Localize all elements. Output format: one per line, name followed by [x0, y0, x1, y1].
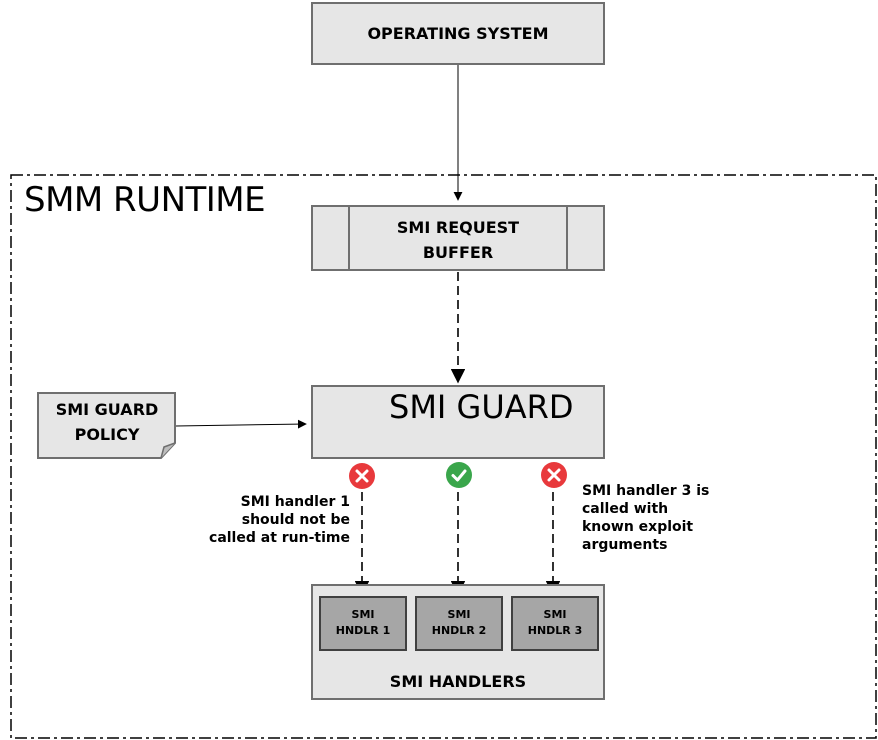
smi-handler-1-line2: HNDLR 1 — [335, 624, 391, 637]
smi-guard-title: SMI GUARD — [389, 388, 574, 426]
smi-handlers-label: SMI HANDLERS — [389, 672, 527, 691]
handler-3-note-line: SMI handler 3 is — [582, 483, 710, 499]
smi-handler-1-line1: SMI — [351, 608, 375, 621]
smi-guard-policy-line2: POLICY — [74, 425, 140, 444]
smi-guard-box: SMI GUARD — [311, 385, 605, 459]
smi-request-buffer-line2: BUFFER — [422, 243, 494, 262]
smm-runtime-title: SMM RUNTIME — [24, 180, 266, 220]
handler-3-note: SMI handler 3 is called with known explo… — [582, 482, 732, 554]
smi-handler-3: SMI HNDLR 3 — [511, 596, 599, 651]
smi-request-buffer-line1: SMI REQUEST — [396, 218, 520, 237]
smi-handlers-box: SMI HNDLR 1 SMI HNDLR 2 SMI HNDLR 3 SMI … — [311, 584, 605, 700]
buffer-right-bar — [566, 207, 568, 269]
handler-1-note-line: should not be — [241, 512, 350, 528]
handler-3-note-line: arguments — [582, 537, 668, 553]
smi-handler-2-line1: SMI — [447, 608, 471, 621]
smi-guard-policy-document — [37, 392, 176, 459]
operating-system-box: OPERATING SYSTEM — [311, 2, 605, 65]
handler-3-note-line: known exploit — [582, 519, 694, 535]
policy-to-guard-arrow — [175, 419, 307, 429]
handler-1-note-line: called at run-time — [209, 530, 350, 546]
operating-system-label: OPERATING SYSTEM — [367, 24, 549, 43]
buffer-left-bar — [348, 207, 350, 269]
smi-handler-1: SMI HNDLR 1 — [319, 596, 407, 651]
handler-1-note-line: SMI handler 1 — [240, 494, 350, 510]
smi-handler-2-line2: HNDLR 2 — [431, 624, 487, 637]
smi-handler-3-line1: SMI — [543, 608, 567, 621]
smi-handler-3-line2: HNDLR 3 — [527, 624, 583, 637]
check-icon — [446, 462, 472, 488]
smi-request-buffer-box: SMI REQUEST BUFFER — [311, 205, 605, 271]
x-icon — [349, 463, 375, 489]
x-icon — [541, 462, 567, 488]
smi-guard-policy-line1: SMI GUARD — [55, 400, 159, 419]
smi-handler-2: SMI HNDLR 2 — [415, 596, 503, 651]
handler-3-note-line: called with — [582, 501, 669, 517]
smm-runtime-frame — [10, 174, 877, 739]
handler-1-note: SMI handler 1 should not be called at ru… — [186, 493, 350, 547]
